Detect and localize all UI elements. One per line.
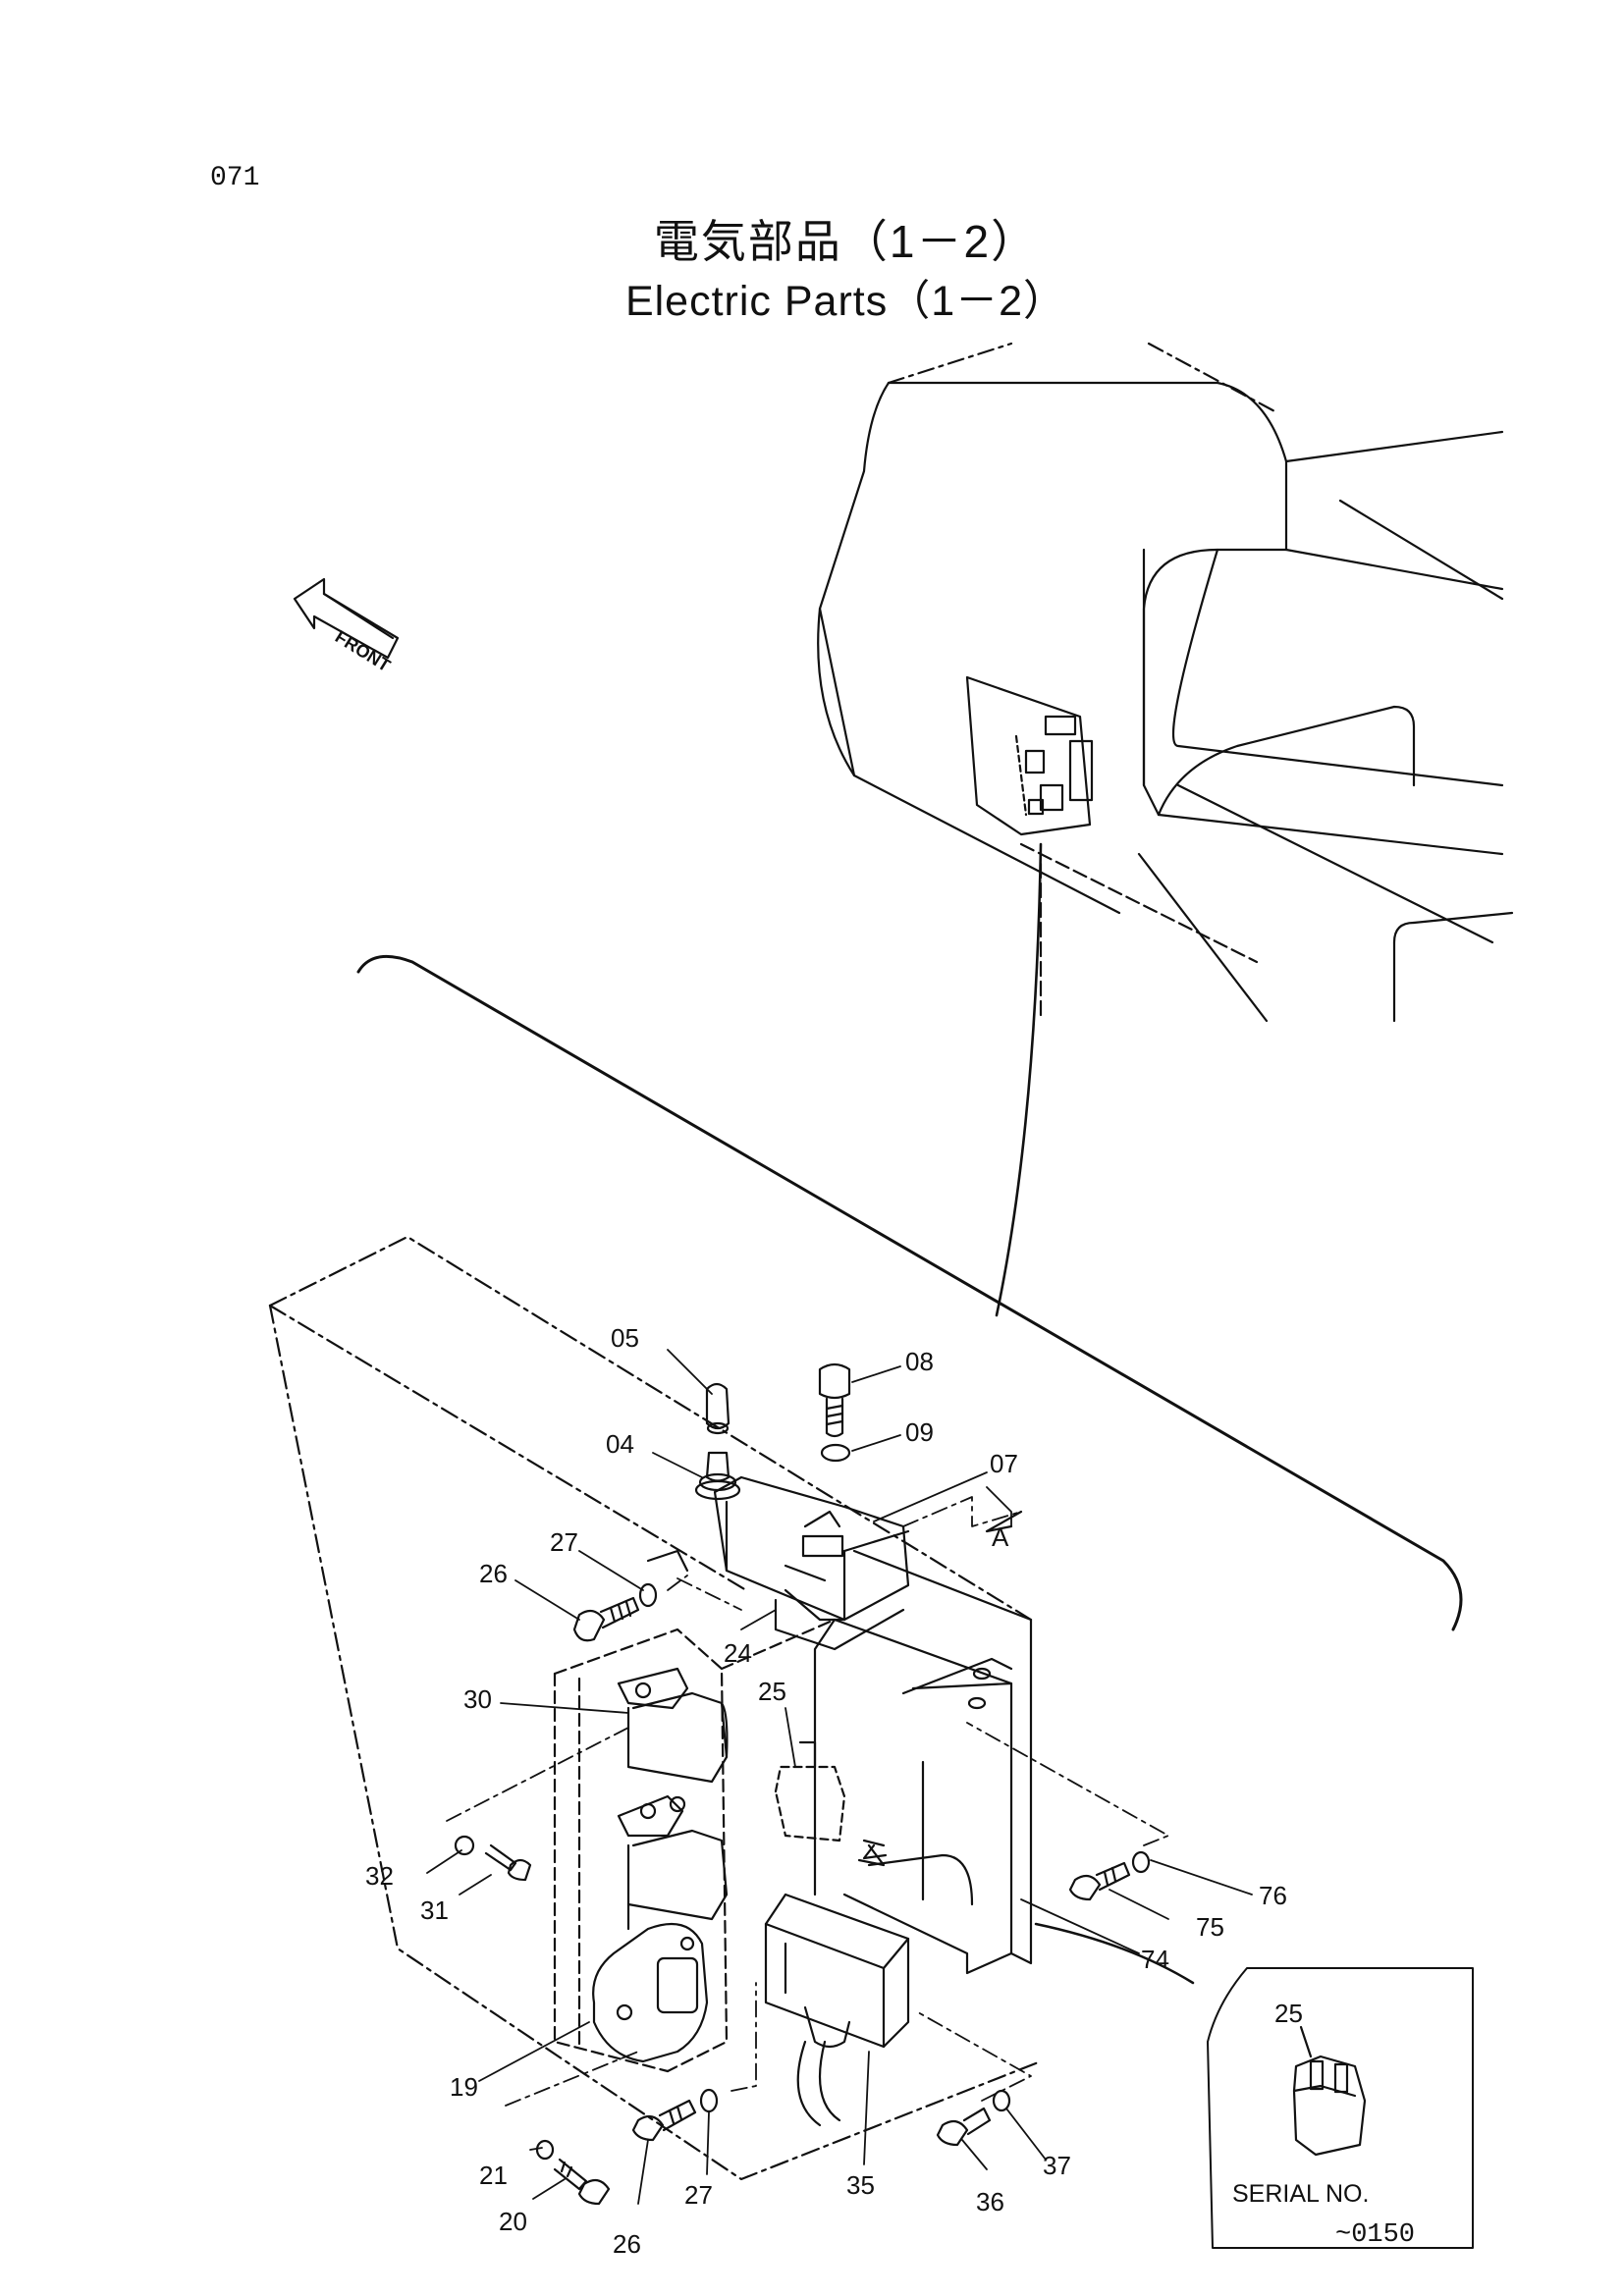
washer-27-upper	[638, 1582, 658, 1608]
callout-19: 19	[450, 2072, 478, 2102]
bolt-75	[1068, 1861, 1131, 1901]
section-separator-curve	[356, 954, 1463, 1631]
serial-inset-box	[1207, 1967, 1474, 2249]
serial-number-label: SERIAL NO.	[1232, 2180, 1369, 2208]
front-direction-arrow	[293, 577, 400, 660]
title-english: Electric Parts（1－2）	[624, 278, 1067, 325]
callout-30: 30	[463, 1684, 492, 1714]
callout-09: 09	[905, 1417, 934, 1447]
callout-75: 75	[1196, 1912, 1224, 1942]
toggle-switch-parts	[694, 1382, 741, 1501]
bolt-26-lower	[631, 2099, 697, 2142]
front-label: FRONT	[332, 626, 394, 675]
callout-31: 31	[420, 1896, 449, 1925]
socket-19	[592, 1922, 709, 2063]
leader-lines	[426, 1349, 1253, 2205]
view-a-arrowhead	[985, 1510, 1023, 1533]
bolt-36	[936, 2107, 992, 2147]
alignment-lines	[446, 1496, 1169, 2107]
washer-76	[1131, 1850, 1151, 1874]
wire-harness-line	[995, 842, 1043, 1317]
bolt-31	[484, 1843, 532, 1882]
screw-08	[818, 1362, 851, 1438]
callout-20: 20	[499, 2207, 527, 2236]
rear-panel-74	[813, 1549, 1033, 1975]
timer-unit-35	[764, 1893, 910, 2127]
bolt-26-upper	[572, 1596, 640, 1642]
callout-26-upper: 26	[479, 1559, 508, 1588]
direction-arrow-icon	[857, 1843, 886, 1867]
callout-24: 24	[724, 1638, 752, 1668]
callout-07: 07	[990, 1449, 1018, 1478]
panel-frame	[268, 1235, 1043, 2181]
bolt-20	[553, 2158, 611, 2206]
title-japanese: 電気部品（1－2）	[653, 216, 1039, 267]
callout-05: 05	[611, 1323, 639, 1353]
view-a-leader	[986, 1486, 1012, 1527]
callout-25: 25	[758, 1677, 786, 1706]
view-marker-a: A	[992, 1522, 1009, 1552]
washer-27-lower	[699, 2088, 719, 2113]
relay-second	[617, 1794, 729, 1931]
machine-cab-illustration	[817, 342, 1514, 1023]
page-number: 071	[210, 163, 260, 193]
callout-21: 21	[479, 2161, 508, 2190]
callout-27-upper: 27	[550, 1527, 578, 1557]
callout-32: 32	[365, 1861, 394, 1891]
callout-27-lower: 27	[684, 2180, 713, 2210]
callout-36: 36	[976, 2187, 1004, 2216]
serial-range: ~0150	[1335, 2220, 1415, 2250]
cab-control-box	[965, 675, 1094, 836]
relay-30	[617, 1667, 729, 1784]
lower-separator-curve	[1034, 1922, 1195, 1985]
bracket-region	[553, 1618, 837, 2073]
callout-26-lower: 26	[613, 2229, 641, 2259]
switch-housing-07	[646, 1475, 910, 1651]
fuse-holder-25	[774, 1740, 846, 1842]
callout-04: 04	[606, 1429, 634, 1459]
callout-76: 76	[1259, 1881, 1287, 1910]
washer-21	[535, 2139, 555, 2161]
callout-08: 08	[905, 1347, 934, 1376]
callout-35: 35	[846, 2170, 875, 2200]
inset-callout-25: 25	[1274, 1999, 1303, 2028]
washer-32	[454, 1835, 475, 1856]
callout-labels: 05 08 09 04 07 27 26 24 25 30 32 31 19 2…	[365, 1323, 1287, 2259]
callout-37: 37	[1043, 2151, 1071, 2180]
callout-74: 74	[1141, 1945, 1169, 1974]
washer-09	[820, 1443, 851, 1463]
